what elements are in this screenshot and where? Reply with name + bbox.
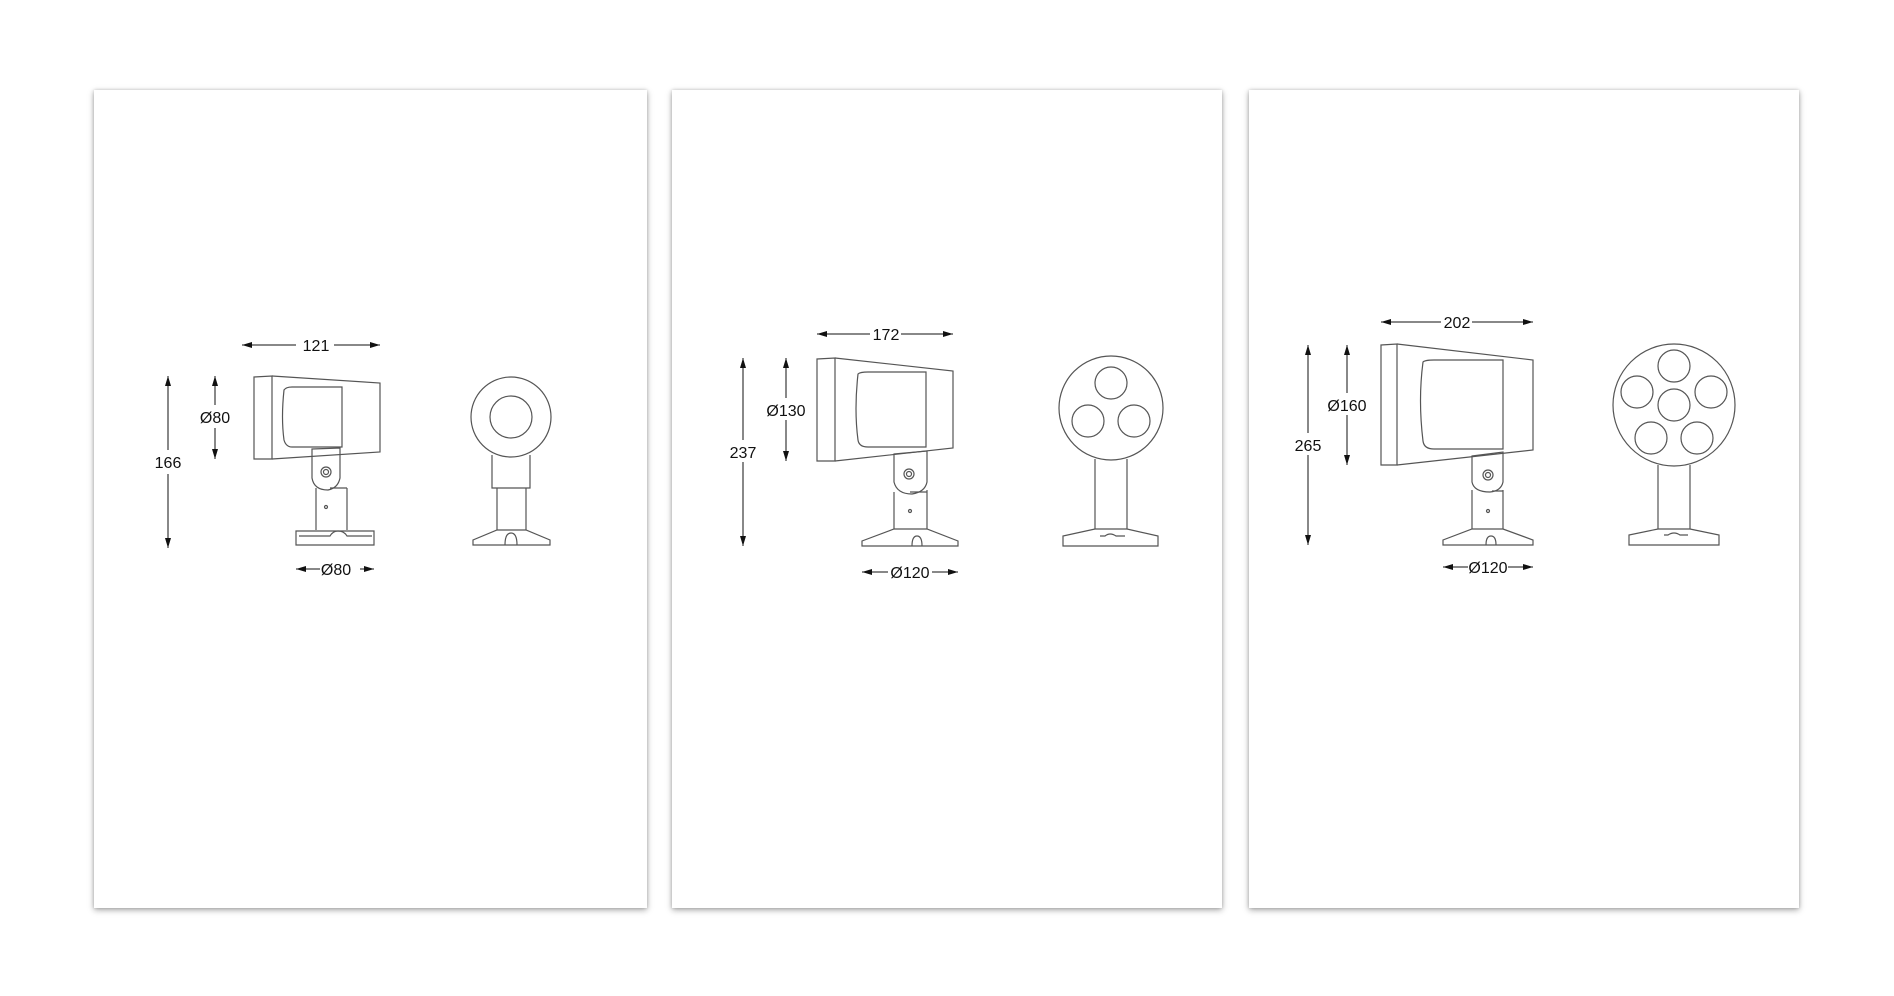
drawing-sheet-large — [1249, 90, 1799, 908]
drawing-sheet-small — [94, 90, 647, 908]
drawing-sheet-medium — [672, 90, 1222, 908]
